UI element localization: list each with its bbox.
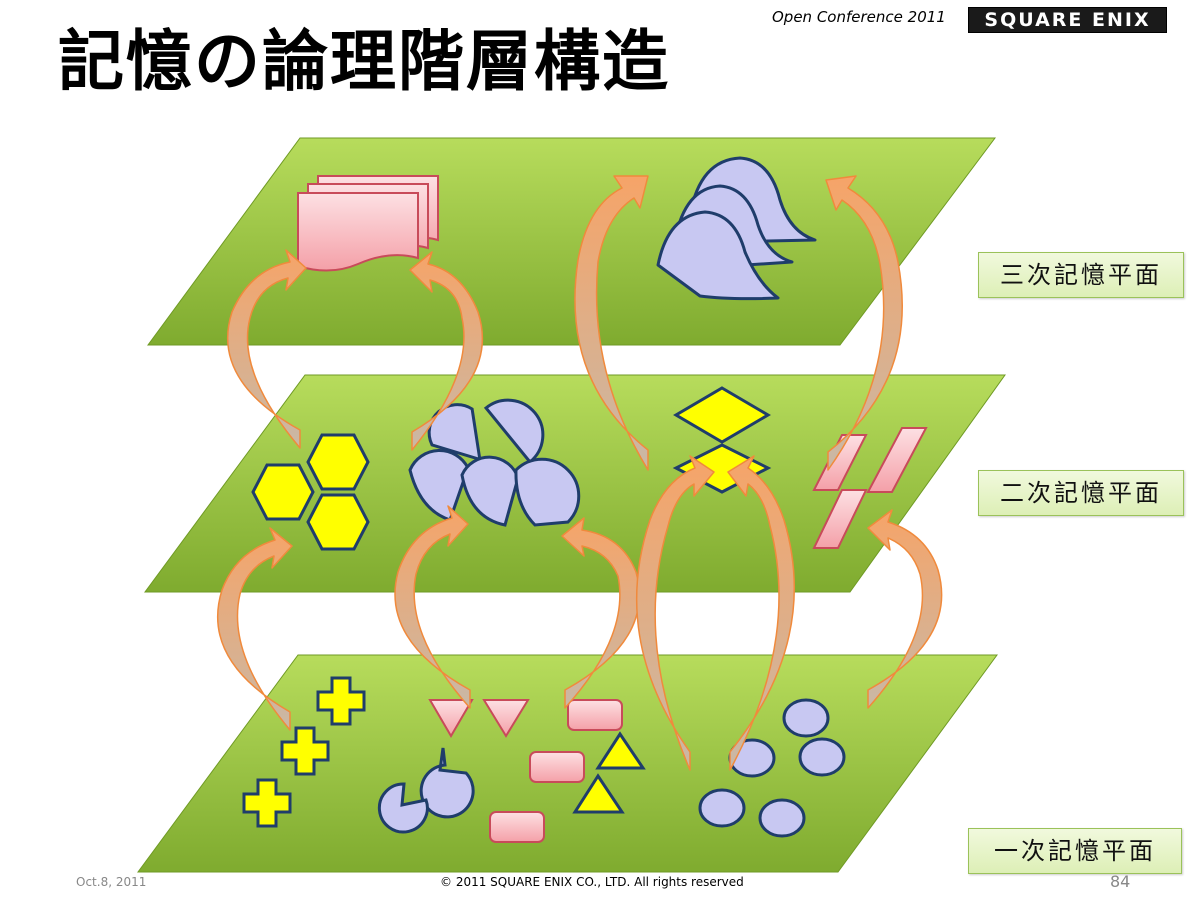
arrow-up-4: [635, 455, 715, 771]
half-circle-cluster: [408, 398, 581, 527]
conference-label: Open Conference 2011: [772, 8, 946, 26]
page-number: 84: [1110, 872, 1131, 891]
arrow-up-right-2: [825, 175, 903, 471]
triangle-down-shapes: [428, 699, 530, 738]
curved-arrows: [217, 175, 943, 771]
arrow-up-left-2: [409, 251, 484, 451]
plane-label-tertiary: 三次記憶平面: [978, 252, 1184, 298]
arrow-up-2: [394, 505, 471, 709]
slide-title: 記憶の論理階層構造: [58, 23, 670, 100]
arrow-up-1: [217, 527, 293, 731]
stacked-documents: [297, 175, 439, 272]
cross-shapes: [242, 676, 366, 828]
hexagon-cluster: [251, 433, 370, 551]
wave-shapes: [656, 156, 817, 301]
plane-tertiary: [147, 137, 996, 346]
arrow-up-3: [561, 517, 641, 709]
arrow-up-6: [867, 509, 943, 709]
pacman-shapes: [377, 747, 475, 834]
triangle-up-shapes: [572, 731, 646, 814]
parallelogram-shapes: [812, 427, 928, 549]
arrow-up-5: [727, 455, 796, 771]
plane-label-primary: 一次記憶平面: [968, 828, 1182, 874]
arrow-up-right-1: [574, 175, 649, 471]
rounded-rect-shapes: [489, 699, 623, 843]
footer-copyright: © 2011 SQUARE ENIX CO., LTD. All rights …: [440, 875, 744, 889]
square-enix-logo: SQUARE ENIX: [968, 7, 1167, 33]
footer-date: Oct.8, 2011: [76, 875, 147, 889]
plane-label-secondary: 二次記憶平面: [978, 470, 1184, 516]
arrow-up-left-1: [227, 249, 307, 449]
